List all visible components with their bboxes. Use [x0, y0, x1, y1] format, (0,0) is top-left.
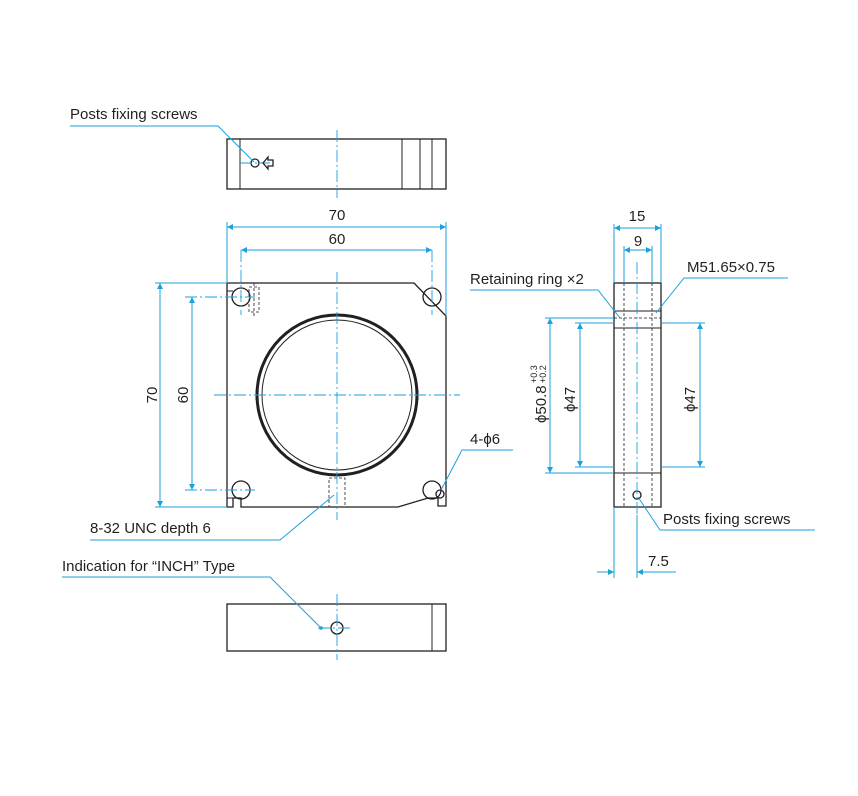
- dim-side-inner: 9: [634, 233, 642, 250]
- side-view: [613, 262, 662, 515]
- unc-thread-label: 8-32 UNC depth 6: [90, 520, 211, 537]
- side-view-body: [613, 282, 662, 508]
- callout-unc-thread: 8-32 UNC depth 6: [90, 494, 335, 541]
- callout-retaining-ring: Retaining ring ×2: [470, 271, 621, 319]
- posts-fixing-screws-side-label: Posts fixing screws: [663, 511, 791, 528]
- dim-side-offset: 7.5: [648, 553, 669, 570]
- callout-thread-spec: M51.65×0.75: [655, 259, 788, 314]
- dim-width-outer: 70: [329, 207, 346, 224]
- top-view-body: [226, 138, 447, 190]
- dim-tol-minus: +0.2: [538, 365, 548, 383]
- dim-tol-plus: +0.3: [529, 365, 539, 383]
- holes-label: 4-ϕ6: [470, 431, 500, 448]
- front-dimensions: 70 60 70 60: [144, 207, 447, 508]
- dim-width-inner: 60: [329, 231, 346, 248]
- side-dimensions: 15 9 ϕ50.8 +0.3 +0.2 ϕ47 ϕ47 7.5: [529, 208, 705, 578]
- bottom-view-body: [226, 603, 447, 652]
- front-view: [185, 250, 460, 520]
- dim-diameter-main: ϕ50.8: [533, 385, 550, 423]
- retaining-ring-label: Retaining ring ×2: [470, 271, 584, 288]
- callout-posts-fixing-screws-top: Posts fixing screws: [70, 106, 255, 163]
- bottom-view: [226, 594, 447, 660]
- top-view: [226, 130, 447, 198]
- dim-height-outer: 70: [144, 387, 161, 404]
- dim-height-inner: 60: [175, 387, 192, 404]
- dim-diameter-left: ϕ47: [562, 387, 579, 412]
- front-view-body: [226, 282, 447, 508]
- inch-indication-label: Indication for “INCH” Type: [62, 558, 235, 575]
- callout-holes: 4-ϕ6: [440, 431, 513, 491]
- dim-diameter-right: ϕ47: [682, 387, 699, 412]
- direction-arrow-icon: [262, 155, 274, 171]
- callout-inch-indication: Indication for “INCH” Type: [62, 558, 321, 628]
- posts-fixing-screws-top-label: Posts fixing screws: [70, 106, 198, 123]
- thread-spec-label: M51.65×0.75: [687, 259, 775, 276]
- dim-side-width: 15: [629, 208, 646, 225]
- callout-posts-fixing-screws-side: Posts fixing screws: [637, 496, 815, 531]
